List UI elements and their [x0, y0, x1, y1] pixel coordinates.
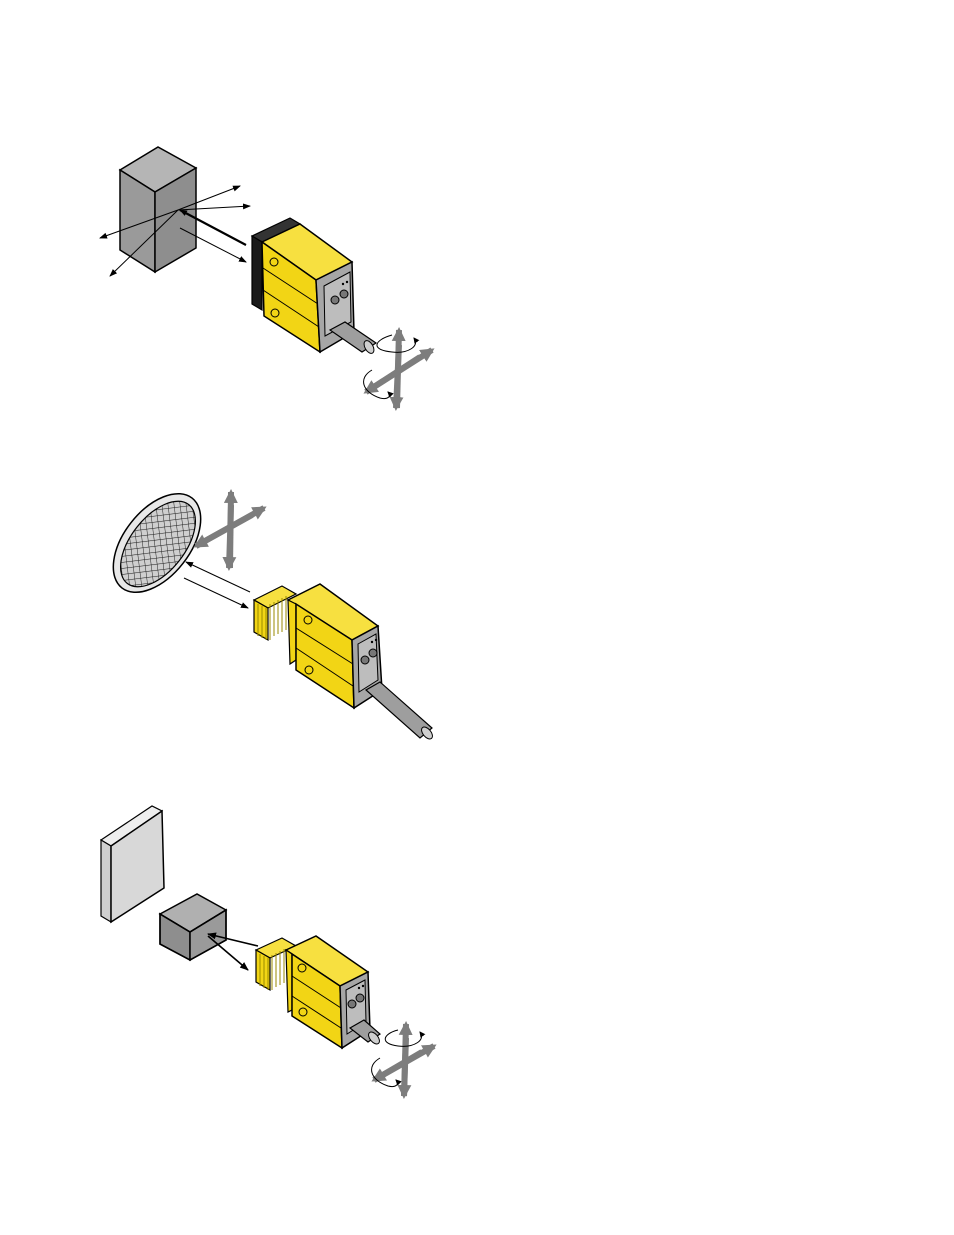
- adjustment-arrows-icon: [372, 1024, 434, 1096]
- background-plate: [101, 806, 164, 922]
- cube-target: [160, 894, 226, 960]
- translate-arrows-icon: [196, 492, 264, 568]
- sensor-convergent: [256, 936, 382, 1048]
- diffuse-mode-diagram: [0, 0, 954, 440]
- figure-diffuse-mode: [0, 0, 954, 440]
- light-beam: [184, 562, 250, 608]
- sensor-diffuse: [252, 218, 376, 355]
- figure-retroreflective-mode: [0, 440, 954, 780]
- convergent-mode-diagram: [0, 780, 954, 1235]
- figure-convergent-mode: [0, 780, 954, 1235]
- sensor-retroreflective: [254, 584, 435, 741]
- retroreflective-mode-diagram: [0, 440, 954, 780]
